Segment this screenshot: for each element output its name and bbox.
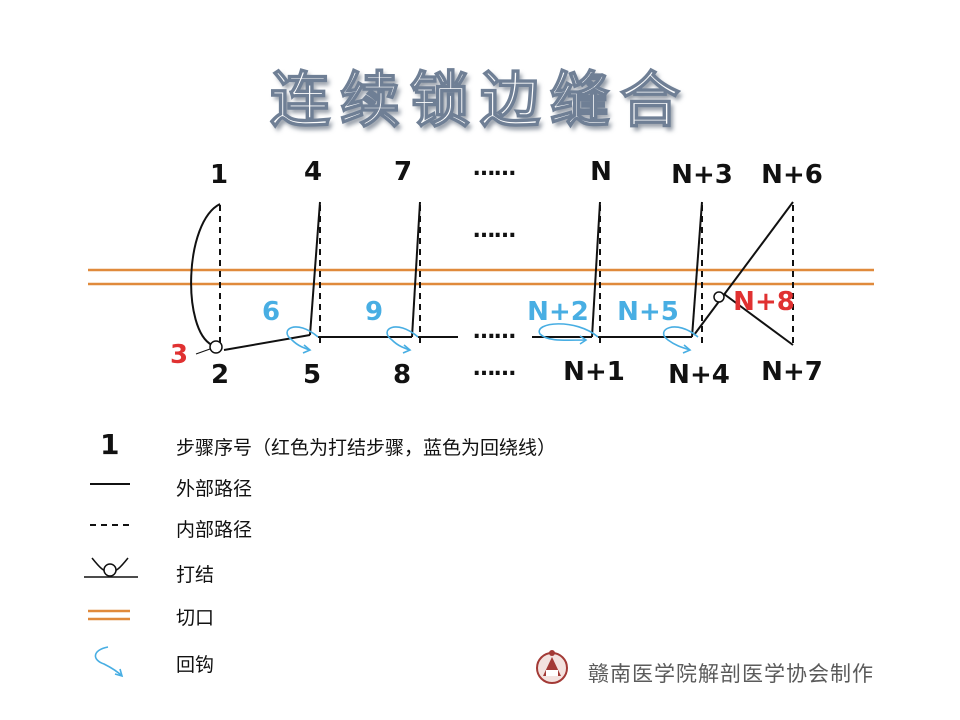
- step-label-n7: N+7: [761, 357, 823, 387]
- page-title: 连续锁边缝合: [269, 65, 690, 137]
- step-label-1: 1: [209, 160, 229, 190]
- legend-text-incision: 切口: [176, 607, 215, 629]
- legend-text-inner-path: 内部路径: [176, 519, 253, 541]
- ellipsis-top: ……: [473, 156, 516, 181]
- outer-loop-1-to-3: [190, 203, 221, 346]
- hook-label-6: 6: [261, 297, 281, 327]
- legend-text-knot: 打结: [176, 564, 215, 586]
- legend-incision-icon: [88, 609, 130, 621]
- legend-text-outer-path: 外部路径: [176, 478, 253, 500]
- legend-hook-icon: [94, 646, 124, 678]
- ellipsis-middle: ……: [473, 218, 516, 243]
- hook-label-n5: N+5: [617, 297, 679, 327]
- hook-label-n2: N+2: [527, 297, 589, 327]
- legend-step-number-sample: 1: [100, 428, 120, 461]
- outer-path-n7-to-n8: [723, 293, 794, 346]
- step-label-n: N: [590, 157, 612, 187]
- step-label-n6: N+6: [761, 160, 823, 190]
- step-label-n4: N+4: [668, 360, 730, 390]
- legend-knot-icon: [84, 557, 138, 578]
- step-label-5: 5: [302, 360, 322, 390]
- knot-label-n8: N+8: [733, 287, 795, 317]
- knot-3-tail: [195, 348, 211, 355]
- ellipsis-bottom: ……: [473, 356, 516, 381]
- legend-text-hook: 回钩: [176, 654, 215, 676]
- outer-path-5-to-4: [309, 201, 321, 336]
- outer-path-n1-to-n: [591, 201, 601, 338]
- step-label-2: 2: [210, 360, 230, 390]
- hook-9-icon: [386, 326, 419, 354]
- outer-path-n5-to-n6: [693, 201, 794, 336]
- step-label-4: 4: [303, 157, 323, 187]
- hook-label-9: 9: [364, 297, 384, 327]
- credit-text: 赣南医学院解剖医学协会制作: [588, 662, 874, 686]
- knot-label-3: 3: [169, 340, 189, 370]
- outer-path-8-to-7: [411, 201, 421, 338]
- hook-n2-icon: [538, 323, 599, 345]
- step-label-8: 8: [392, 360, 412, 390]
- legend-text-step-number: 步骤序号（红色为打结步骤，蓝色为回绕线）: [176, 437, 557, 459]
- institution-logo: [536, 650, 568, 684]
- step-label-n3: N+3: [671, 160, 733, 190]
- outer-path-n4-to-n3: [691, 201, 703, 338]
- outer-path-3-to-5: [223, 334, 311, 351]
- ellipsis-lower: ……: [473, 319, 516, 344]
- knot-3-icon: [209, 340, 223, 354]
- step-label-n1: N+1: [563, 357, 625, 387]
- hook-n5-icon: [662, 326, 699, 354]
- knot-n8-icon: [713, 291, 725, 303]
- hook-6-icon: [286, 326, 319, 354]
- step-label-7: 7: [393, 157, 413, 187]
